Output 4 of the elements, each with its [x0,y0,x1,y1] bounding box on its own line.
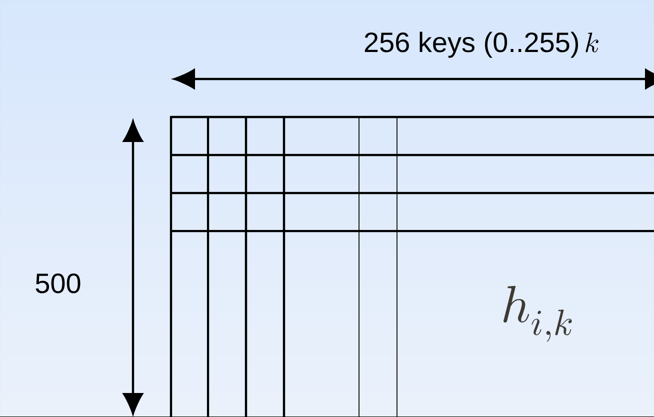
cell-formula: $h_{i,k}$ [504,286,572,342]
dimension-label: 256 keys (0..255) [364,32,578,58]
axis-label: $k$ [586,32,598,52]
dimension-label: 500 [36,273,80,294]
